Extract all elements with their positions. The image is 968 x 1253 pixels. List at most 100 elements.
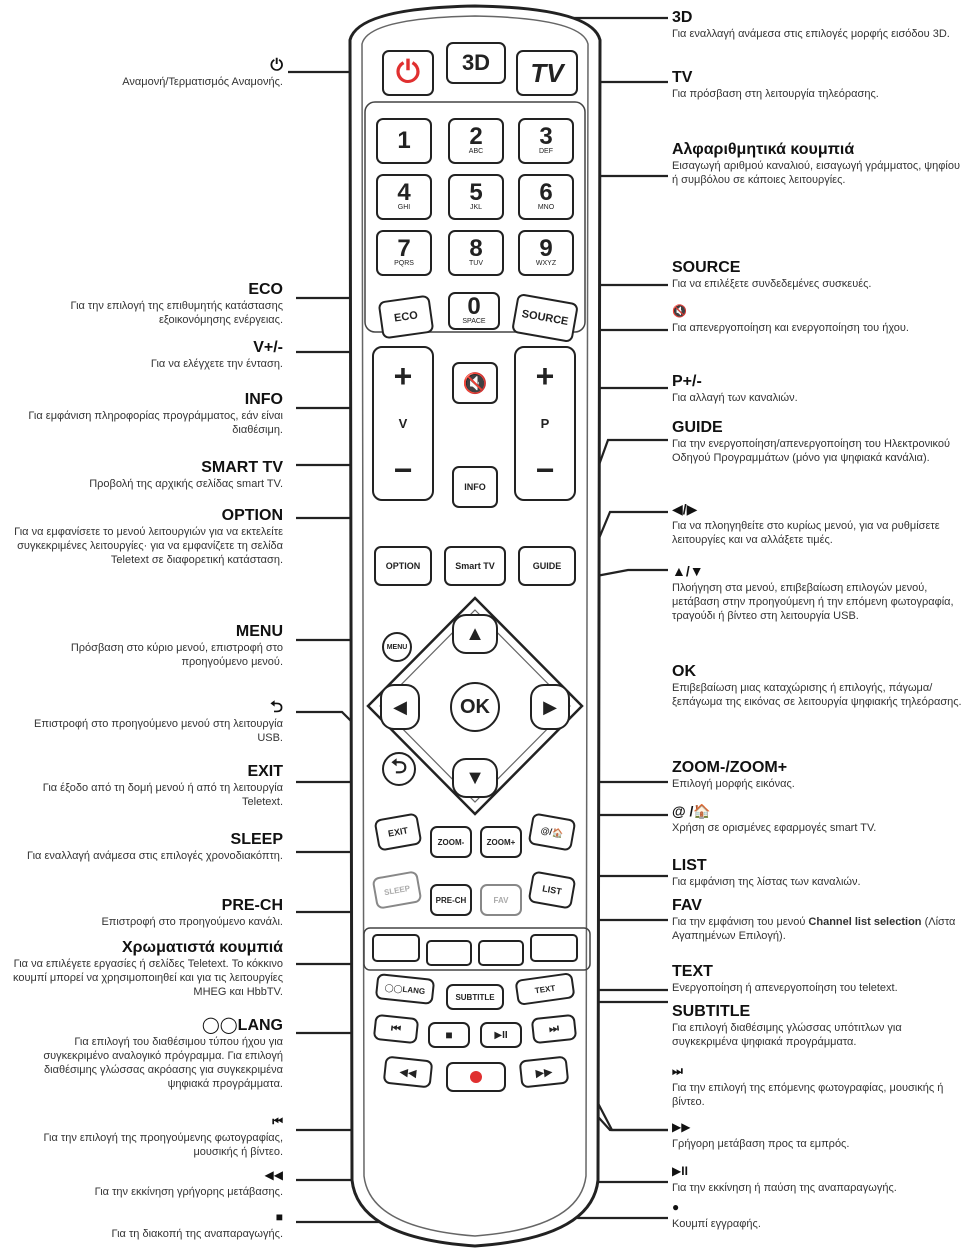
play-pause-button[interactable]: ▶II (480, 1022, 522, 1048)
color-button-yellow[interactable] (478, 940, 524, 966)
color-button-red[interactable] (372, 934, 420, 962)
label-title: ECO (248, 281, 283, 298)
tv-button[interactable]: TV (516, 50, 578, 96)
label-source: SOURCE Για να επιλέξετε συνδεδεμένες συσ… (672, 258, 966, 291)
label-alphanumeric: Αλφαριθμητικά κουμπιά Εισαγωγή αριθμού κ… (672, 140, 966, 187)
label-desc: Για να επιλέγετε εργασίες ή σελίδες Tele… (12, 958, 283, 998)
fast-forward-icon: ▶▶ (535, 1065, 554, 1080)
menu-button[interactable]: MENU (382, 632, 412, 662)
label-desc: Για εμφάνιση της λίστας των καναλιών. (672, 876, 861, 888)
label-title: EXIT (247, 763, 283, 780)
label-desc: Επιστροφή στο προηγούμενο κανάλι. (101, 916, 283, 928)
next-button[interactable]: ⏭ (530, 1013, 578, 1045)
zoom-minus-button[interactable]: ZOOM- (430, 826, 472, 858)
vol-plus[interactable]: + (393, 358, 413, 395)
label-guide: GUIDE Για την ενεργοποίηση/απενεργοποίησ… (672, 418, 966, 465)
label-list: LIST Για εμφάνιση της λίστας των καναλιώ… (672, 856, 966, 889)
label-desc: Για απενεργοποίηση και ενεργοποίηση του … (672, 322, 909, 334)
label-mute: 🔇 Για απενεργοποίηση και ενεργοποίηση το… (672, 302, 966, 335)
rewind-icon: ◀◀ (398, 1065, 417, 1080)
digit-1-button[interactable]: 1 (376, 118, 432, 164)
label-title: OPTION (221, 507, 283, 524)
guide-button[interactable]: GUIDE (518, 546, 576, 586)
label-play-pause: ▶II Για την εκκίνηση ή παύση της αναπαρα… (672, 1162, 966, 1195)
mute-icon: 🔇 (462, 372, 488, 395)
vol-minus[interactable]: − (393, 451, 413, 488)
label-title: ◀◀ (264, 1168, 283, 1182)
label-zoom: ZOOM-/ZOOM+ Επιλογή μορφής εικόνας. (672, 758, 966, 791)
label-lang: ◯◯LANG Για επιλογή του διαθέσιμου τύπου … (8, 1016, 283, 1091)
down-button[interactable]: ▼ (452, 758, 498, 798)
left-button[interactable]: ◀ (380, 684, 420, 730)
digit-label: 4 (397, 179, 411, 206)
label-desc: Για πρόσβαση στη λειτουργία τηλεόρασης. (672, 88, 879, 100)
program-rocker[interactable]: + P − (514, 346, 576, 501)
label-fast-forward: ▶▶ Γρήγορη μετάβαση προς τα εμπρός. (672, 1118, 966, 1151)
label-left-right: ◀/▶ Για να πλοηγηθείτε στο κυρίως μενού,… (672, 500, 966, 547)
label-text: TEXT Ενεργοποίηση ή απενεργοποίηση του t… (672, 962, 966, 995)
label-fav: FAV Για την εμφάνιση του μενού Channel l… (672, 896, 966, 943)
mute-button[interactable]: 🔇 (452, 362, 498, 404)
label-title: LIST (672, 857, 707, 874)
subtitle-button[interactable]: SUBTITLE (446, 984, 504, 1010)
prev-button[interactable]: ⏮ (372, 1013, 420, 1045)
pre-ch-button[interactable]: PRE-CH (430, 884, 472, 916)
stop-icon: ■ (445, 1028, 453, 1042)
label-desc: Για την ενεργοποίηση/απενεργοποίηση του … (672, 438, 951, 464)
label-sleep: SLEEP Για εναλλαγή ανάμεσα στις επιλογές… (8, 830, 283, 863)
stop-button[interactable]: ■ (428, 1022, 470, 1048)
label-desc: Επιστροφή στο προηγούμενο μενού στη λειτ… (34, 718, 283, 744)
label-title: INFO (244, 391, 283, 408)
label-title: ■ (275, 1210, 283, 1224)
eco-button[interactable]: ECO (377, 294, 435, 340)
smart-tv-button[interactable]: Smart TV (444, 546, 506, 586)
color-button-green[interactable] (426, 940, 472, 966)
ok-button[interactable]: OK (450, 682, 500, 732)
vol-label: V (398, 415, 408, 431)
label-option: OPTION Για να εμφανίσετε το μενού λειτου… (8, 506, 283, 567)
rewind-button[interactable]: ◀◀ (382, 1055, 434, 1089)
fav-button[interactable]: FAV (480, 884, 522, 916)
option-button[interactable]: OPTION (374, 546, 432, 586)
label-title: PRE-CH (221, 897, 283, 914)
zoom-plus-button[interactable]: ZOOM+ (480, 826, 522, 858)
label-desc: Εισαγωγή αριθμού καναλιού, εισαγωγή γράμ… (672, 160, 960, 186)
label-title: ZOOM-/ZOOM+ (672, 759, 788, 776)
back-button[interactable]: ⮌ (382, 752, 416, 786)
digit-0-button[interactable]: 0 SPACE (448, 292, 500, 330)
label-desc: Για να εμφανίσετε το μενού λειτουργιών γ… (14, 526, 283, 566)
info-button[interactable]: INFO (452, 466, 498, 508)
digit-label: 7 (397, 235, 411, 262)
label-prev: ⏮ Για την επιλογή της προηγούμενης φωτογ… (8, 1112, 283, 1159)
power-icon: ⏻ (396, 56, 420, 89)
record-button[interactable] (446, 1062, 506, 1092)
3d-button[interactable]: 3D (446, 42, 506, 84)
power-button[interactable]: ⏻ (382, 50, 434, 96)
prog-minus[interactable]: − (535, 451, 555, 488)
label-pre-ch: PRE-CH Επιστροφή στο προηγούμενο κανάλι. (8, 896, 283, 929)
up-button[interactable]: ▲ (452, 614, 498, 654)
label-title: P+/- (672, 373, 702, 390)
label-desc: Πλοήγηση στα μενού, επιβεβαίωση επιλογών… (672, 582, 954, 622)
prog-plus[interactable]: + (535, 358, 555, 395)
fast-forward-button[interactable]: ▶▶ (518, 1055, 570, 1089)
label-subtitle: SUBTITLE Για επιλογή διαθέσιμης γλώσσας … (672, 1002, 966, 1049)
play-pause-icon: ▶II (494, 1029, 508, 1041)
label-ok: OK Επιβεβαίωση μιας καταχώρισης ή επιλογ… (672, 662, 966, 709)
digit-label: 1 (397, 127, 411, 154)
left-arrow-icon: ◀ (393, 696, 407, 717)
volume-rocker[interactable]: + V − (372, 346, 434, 501)
label-color-buttons: Χρωματιστά κουμπιά Για να επιλέγετε εργα… (8, 938, 283, 999)
label-title: TV (672, 69, 693, 86)
label-next: ⏭ Για την επιλογή της επόμενης φωτογραφί… (672, 1062, 966, 1109)
right-button[interactable]: ▶ (530, 684, 570, 730)
color-button-blue[interactable] (530, 934, 578, 962)
